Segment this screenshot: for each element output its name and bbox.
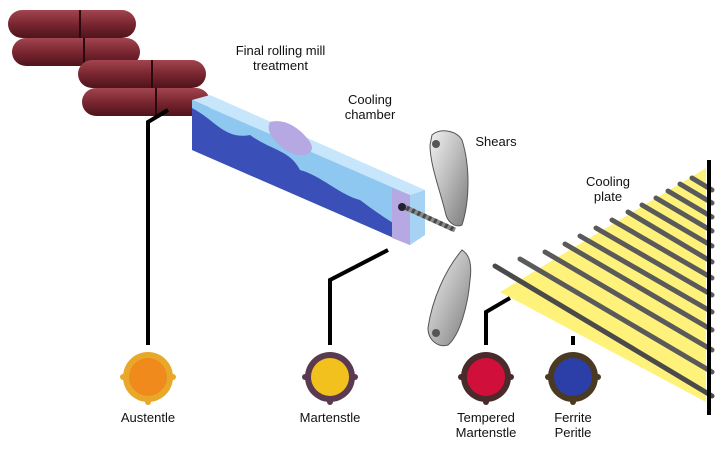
rebar [562,241,715,333]
label-cooling-plate: Cooling plate [585,174,631,204]
connector-austentle [146,108,170,345]
roller [78,60,206,88]
label-ferrite-peritle: Ferrite Peritle [554,410,592,440]
connector-lines [146,108,575,345]
rebar [577,233,715,315]
rod-exit [398,202,457,233]
label-tempered-martenstle: Tempered Martenstle [455,410,517,440]
phase-austentle-marker [120,352,176,405]
upper-blade [429,130,469,227]
rebar [609,217,715,281]
rebar [639,202,715,249]
phase-martenstle-marker [302,352,358,405]
connector-tempered [484,296,512,345]
rebar [653,195,715,234]
connector-martenstle [328,248,389,345]
phase-tempered-marker [458,352,514,405]
shears [427,130,472,347]
rebar [542,249,715,353]
rebar [492,263,715,399]
rebar [517,256,715,375]
label-cooling-chamber: Cooling chamber [344,92,396,122]
label-austentle: Austentle [120,410,176,425]
roller [82,88,210,116]
rebar [593,225,715,298]
cooling-chamber [192,95,425,245]
label-martenstle: Martenstle [299,410,361,425]
rolling-mill-1 [8,10,140,66]
rolling-mill-2 [78,60,210,116]
rebar [625,209,715,265]
rebar [677,181,715,206]
rebar [665,188,715,220]
roller [8,10,136,38]
phase-ferrite-marker [545,352,601,405]
label-rolling-mill: Final rolling mill treatment [235,43,326,73]
roller [12,38,140,66]
label-shears: Shears [475,134,517,149]
lower-blade [427,249,472,347]
